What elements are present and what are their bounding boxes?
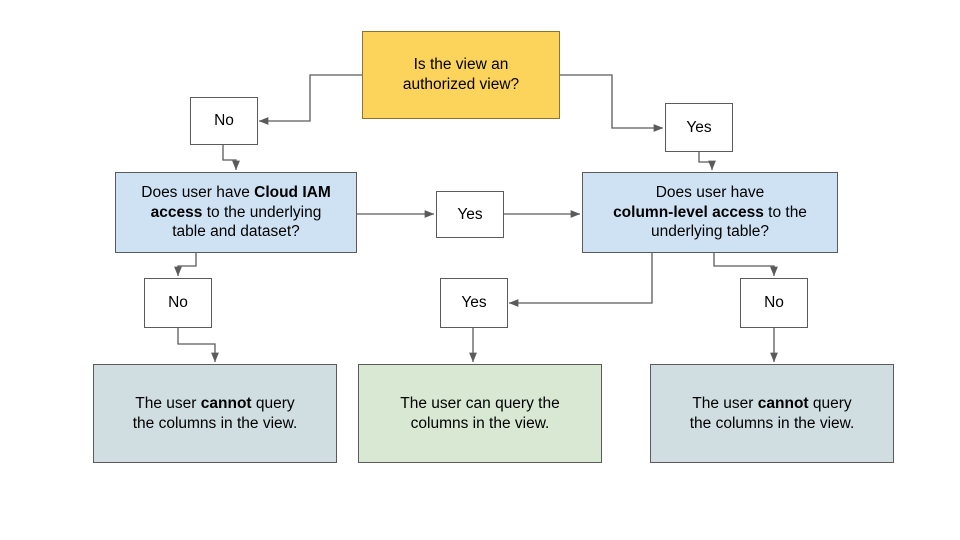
edge-iam-to-no: [174, 253, 197, 277]
branch-label-no-top[interactable]: No: [190, 97, 258, 145]
branch-label-no-right[interactable]: No: [740, 278, 808, 328]
branch-label-yes-top-text: Yes: [686, 118, 712, 136]
edge-columnlevel-to-yes: [508, 253, 653, 307]
branch-label-yes-middle-text: Yes: [457, 205, 483, 223]
branch-label-yes-top[interactable]: Yes: [665, 103, 733, 152]
edge-yes-to-columnlevel: [698, 152, 716, 171]
edge-no-to-iam: [222, 145, 240, 171]
branch-label-no-top-text: No: [214, 112, 234, 130]
edge-start-to-yes: [560, 74, 664, 132]
branch-label-no-right-text: No: [764, 294, 784, 312]
branch-label-no-left-text: No: [168, 294, 188, 312]
edge-start-to-no: [258, 74, 362, 125]
branch-label-no-left[interactable]: No: [144, 278, 212, 328]
edge-columnlevel-to-no: [713, 253, 778, 277]
branch-label-yes-middle[interactable]: Yes: [436, 191, 504, 238]
branch-label-yes-bottom[interactable]: Yes: [440, 278, 508, 328]
branch-label-yes-bottom-text: Yes: [461, 294, 487, 312]
edge-no-to-result-left: [177, 328, 219, 363]
